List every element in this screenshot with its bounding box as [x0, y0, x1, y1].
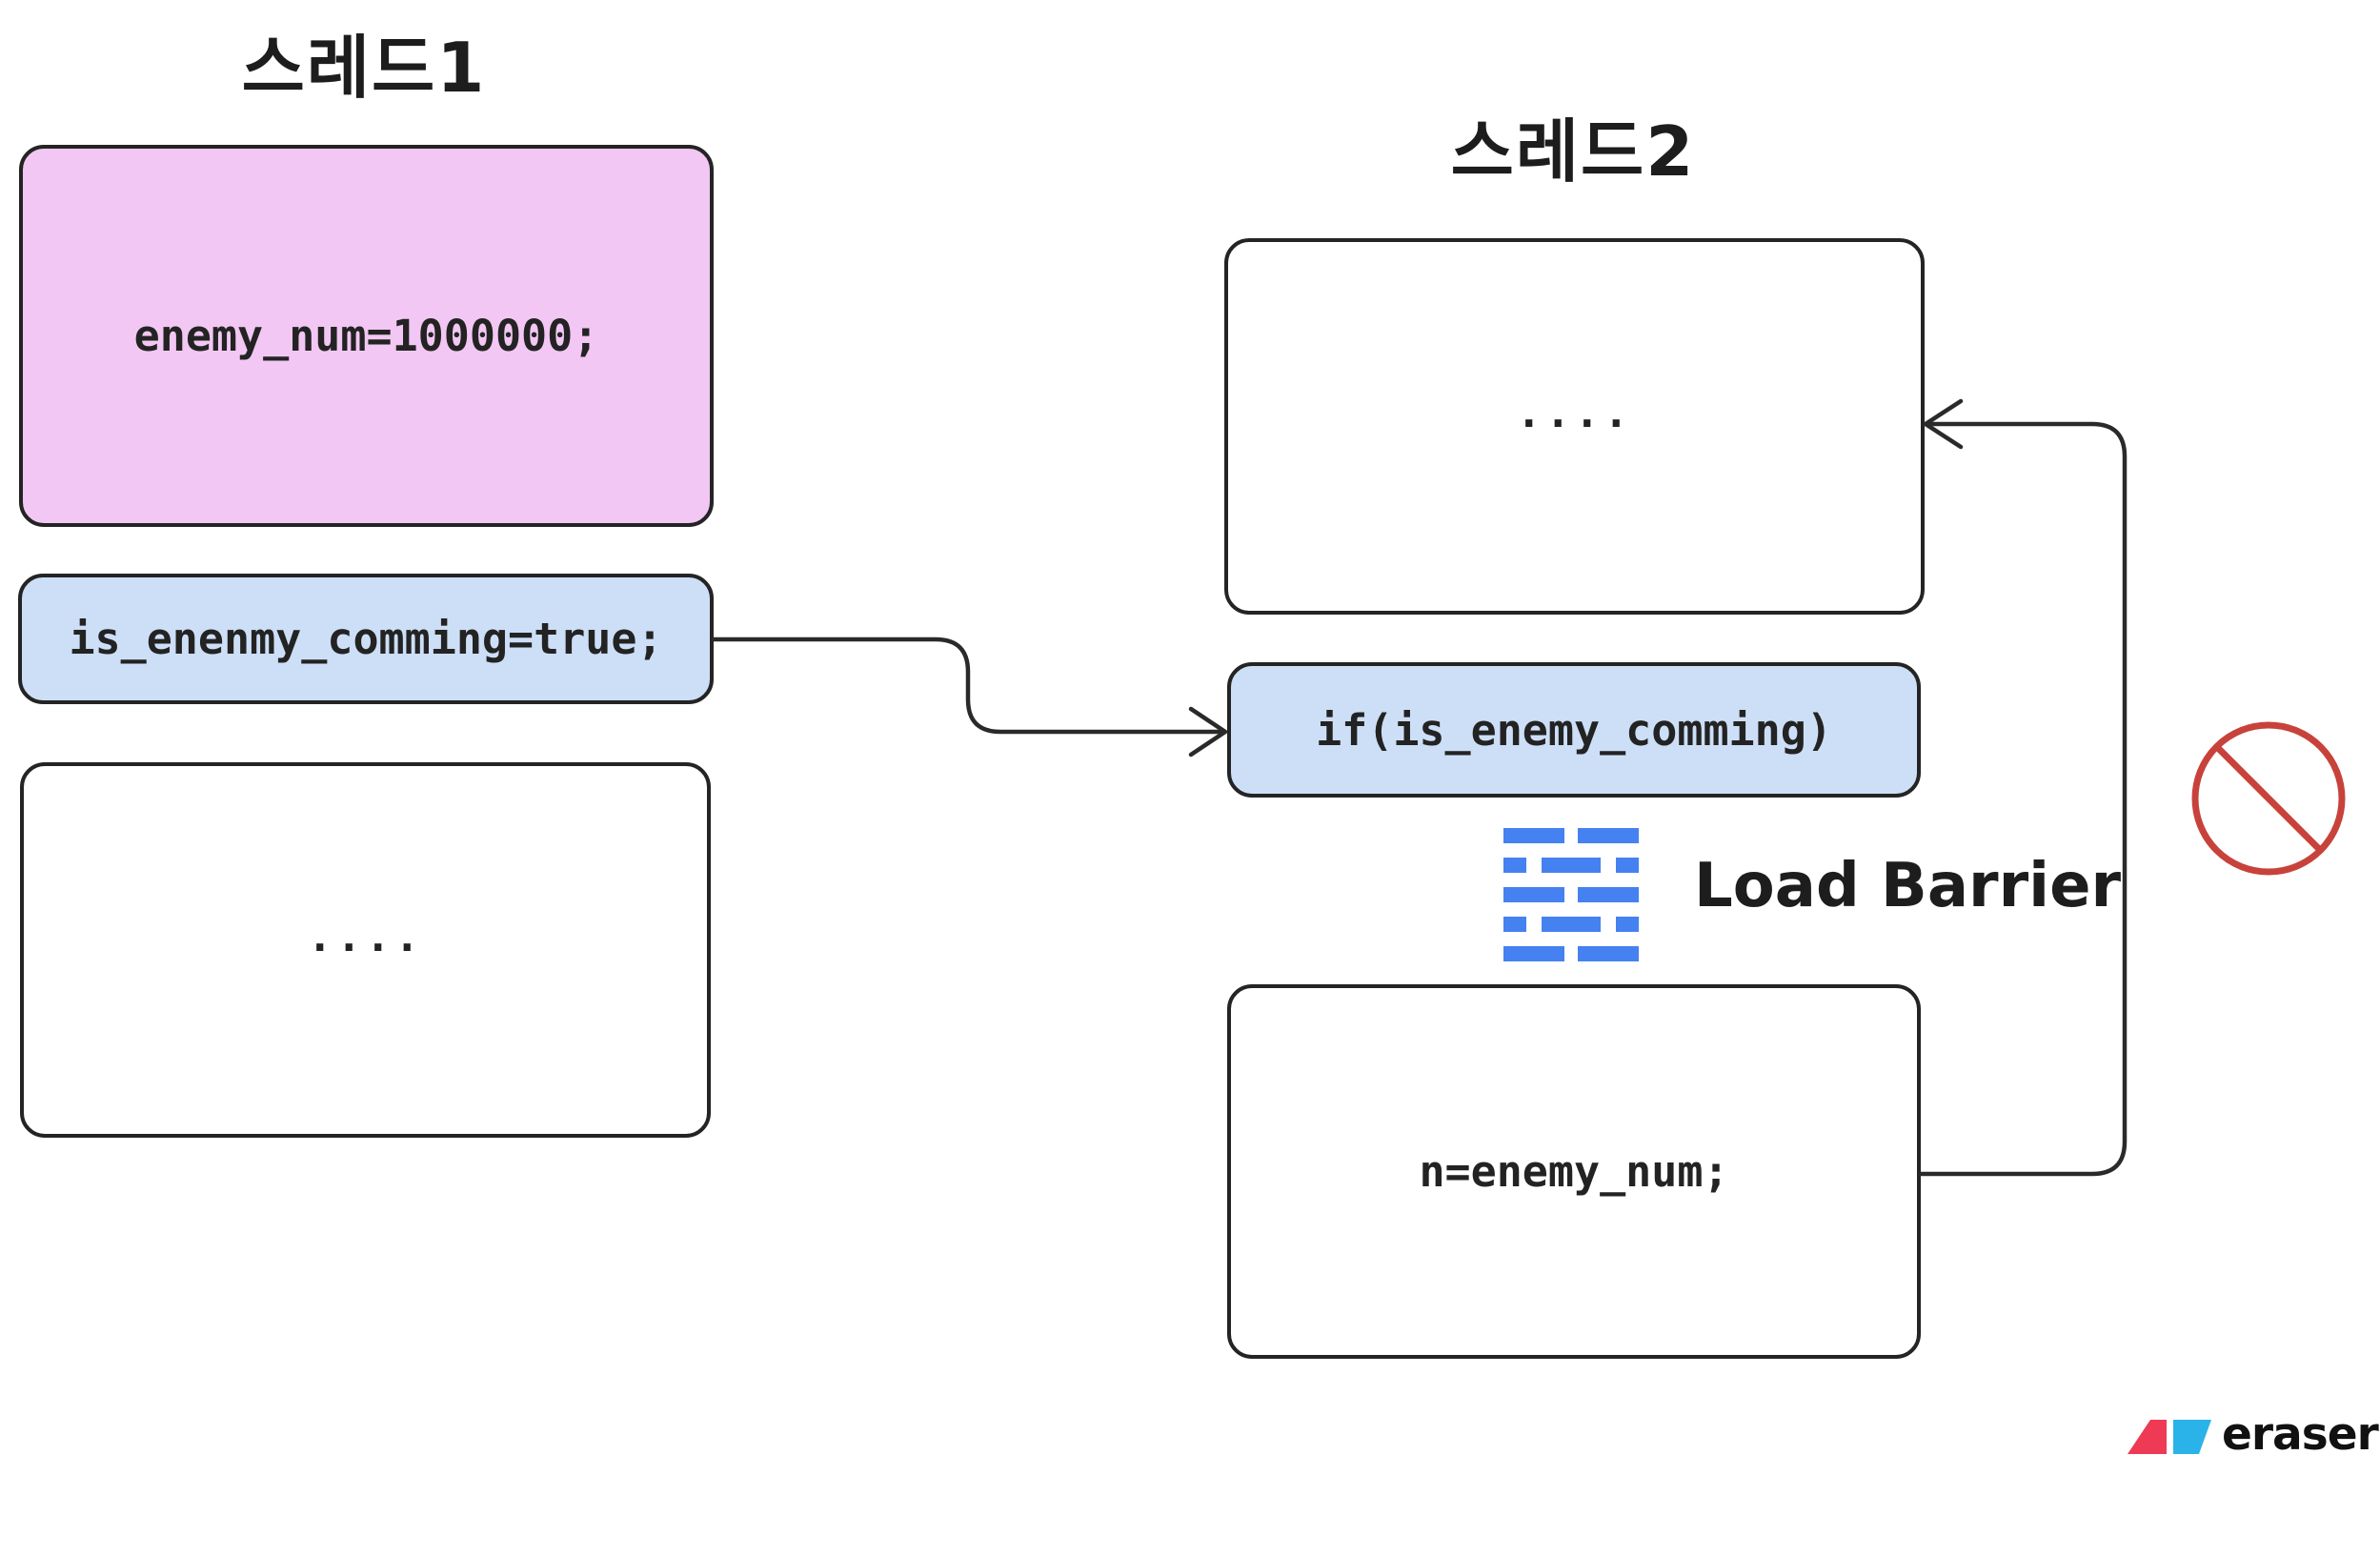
brick [1542, 917, 1601, 932]
connector-loop-thread2 [1918, 398, 2128, 1177]
brick [1503, 917, 1526, 932]
connector-thread1-to-thread2 [711, 637, 1228, 758]
brick [1616, 858, 1639, 873]
thread2-title: 스레드2 [1450, 111, 1696, 192]
connector-loop-line [1918, 421, 2128, 1177]
thread1-box-ellipsis: .... [20, 762, 711, 1138]
if-check-code-text: if(is_enemy_comming) [1316, 704, 1832, 756]
brick [1503, 887, 1564, 902]
eraser-logo-blue-shape [2173, 1420, 2211, 1454]
eraser-logo-mark [2128, 1420, 2211, 1454]
brick [1578, 828, 1639, 843]
no-entry-slash [2213, 743, 2324, 854]
thread2-box-n-assign: n=enemy_num; [1227, 984, 1921, 1359]
brick [1503, 828, 1564, 843]
brick [1578, 946, 1639, 961]
thread2-box-if-check: if(is_enemy_comming) [1227, 662, 1921, 798]
ellipsis-text-1: .... [307, 912, 424, 961]
thread1-title: 스레드1 [241, 28, 487, 108]
thread2-box-ellipsis: .... [1224, 238, 1925, 615]
enemy-num-code-text: enemy_num=1000000; [133, 311, 599, 361]
arrow-left-icon [1923, 398, 1964, 450]
thread1-box-enemy-num: enemy_num=1000000; [19, 145, 714, 527]
is-enemy-comming-code-text: is_enenmy_comming=true; [69, 614, 663, 664]
connector-elbow-line [711, 637, 1222, 735]
brick [1542, 858, 1601, 873]
no-entry-icon [2191, 721, 2346, 876]
eraser-logo-text: eraser [2222, 1408, 2379, 1461]
brick [1503, 858, 1526, 873]
ellipsis-text-2: .... [1516, 389, 1633, 437]
brick [1578, 887, 1639, 902]
n-assign-code-text: n=enemy_num; [1419, 1146, 1729, 1197]
brick [1616, 917, 1639, 932]
no-entry-circle [2191, 721, 2346, 876]
eraser-logo-red-shape [2128, 1420, 2167, 1454]
arrow-right-icon [1188, 706, 1228, 758]
brick-wall-barrier-icon [1503, 828, 1639, 961]
brick [1503, 946, 1564, 961]
load-barrier-label: Load Barrier [1694, 851, 2122, 921]
